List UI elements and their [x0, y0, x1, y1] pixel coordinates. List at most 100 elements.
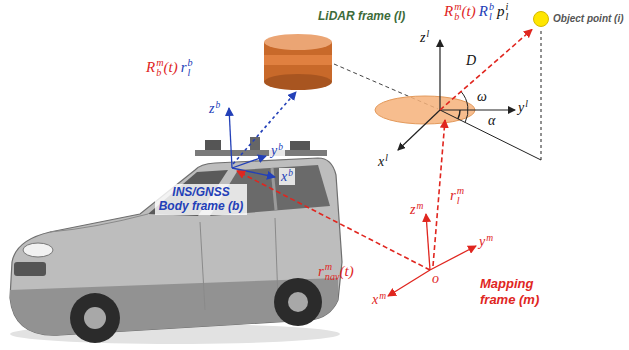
text-part: y [271, 143, 277, 158]
car-door-line [200, 222, 205, 310]
rotation-symbol: Rbm(t) [444, 2, 476, 22]
text-part: l [426, 29, 429, 39]
script-stack: navm [325, 262, 340, 282]
text-part: x [281, 169, 287, 184]
text-part: z [410, 202, 415, 217]
frame-name: Mapping frame (m) [480, 276, 560, 307]
car-door-line [275, 218, 278, 300]
text-part: b [278, 142, 283, 152]
axis-label: ym [479, 234, 493, 249]
projection-line [541, 31, 542, 160]
text-part: l [505, 12, 508, 22]
axis-line [430, 246, 476, 270]
rotation-symbol: Rbm(t) [146, 58, 178, 78]
text-part: b [156, 68, 163, 78]
position-symbol: rnavm(t) [318, 262, 354, 282]
car-hub [288, 292, 308, 312]
script-stack: li [505, 2, 508, 22]
axis-line [439, 40, 440, 110]
car-body [10, 158, 342, 335]
text-part: R [146, 59, 155, 75]
text-part: m [156, 58, 163, 68]
lidar-bottom [264, 74, 332, 90]
car-wheel [70, 293, 120, 343]
text-part: z [420, 30, 425, 45]
navigation-vector [237, 171, 430, 270]
lidar-band [264, 55, 332, 65]
text-part: m [457, 186, 464, 196]
point-symbol: pli [497, 2, 508, 22]
lever-arm-vector [233, 92, 296, 164]
axis-label: zm [410, 202, 423, 217]
range-symbol: D [466, 54, 476, 68]
axis-line [232, 156, 266, 168]
axis-label: zl [420, 30, 429, 45]
text-part: m [379, 291, 386, 301]
axis-line [426, 214, 430, 270]
car-picture [10, 137, 342, 344]
point-name: Object point (i) [553, 13, 624, 25]
point-dot [534, 12, 549, 27]
text-part: l [489, 12, 494, 22]
script-stack: lb [188, 58, 193, 78]
text-part: r [181, 59, 187, 75]
text-part: b [288, 168, 293, 178]
lidar-position-vector [433, 120, 445, 266]
text-part: z [209, 101, 214, 116]
car-hood-line [50, 214, 148, 232]
text-part: INS/GNSS Body frame (b) [159, 185, 244, 213]
axis-line [388, 270, 430, 296]
text-part: Mapping frame (m) [480, 276, 539, 307]
text-part: b [215, 100, 220, 110]
text-part: m [454, 2, 461, 12]
axis-label: yl [518, 100, 528, 115]
car-headlight [23, 243, 53, 257]
lidar-top [264, 34, 332, 50]
text-part: r [450, 187, 456, 203]
text-part: α [488, 113, 495, 128]
position-symbol: rlm [450, 186, 464, 206]
text-part: y [518, 100, 524, 115]
text-part: (t) [164, 59, 178, 75]
rotation-symbol: Rlb [479, 2, 494, 22]
angle-symbol: α [488, 114, 495, 128]
range-vector [440, 30, 532, 111]
text-part: (t) [462, 3, 476, 19]
axis-line [440, 109, 515, 110]
lever-arm-symbol: rlb [181, 58, 193, 78]
text-part: R [479, 3, 488, 19]
sensor-box [290, 141, 310, 150]
text-part: b [188, 58, 193, 68]
car-wheel [274, 278, 322, 326]
axis-line [229, 108, 232, 168]
sensor-box [205, 140, 221, 150]
text-part: b [489, 2, 494, 12]
script-stack: bm [454, 2, 461, 22]
frame-name: LiDAR frame (l) [318, 10, 405, 22]
script-stack: bm [156, 58, 163, 78]
text-part: x [378, 154, 384, 169]
text-part: p [497, 3, 505, 19]
lidar-device [264, 34, 332, 90]
roof-rack [195, 150, 327, 156]
text-part: l [188, 68, 193, 78]
text-part: o [432, 271, 439, 286]
text-part: m [416, 201, 423, 211]
text-part: m [486, 233, 493, 243]
car-hub [84, 307, 106, 329]
text-part: i [505, 2, 508, 12]
text-part: nav [325, 272, 340, 282]
text-part: R [444, 3, 453, 19]
script-stack: lb [489, 2, 494, 22]
text-part: l [385, 153, 388, 163]
text-part: r [318, 263, 324, 279]
projection-line [440, 110, 541, 160]
angle-arc [458, 110, 460, 119]
point-marker [532, 10, 550, 28]
object-point: Object point (i) [532, 10, 624, 28]
text-part: l [525, 99, 528, 109]
axis-line [398, 110, 440, 150]
axis-line [232, 168, 275, 177]
axis-label: yb [269, 142, 285, 159]
